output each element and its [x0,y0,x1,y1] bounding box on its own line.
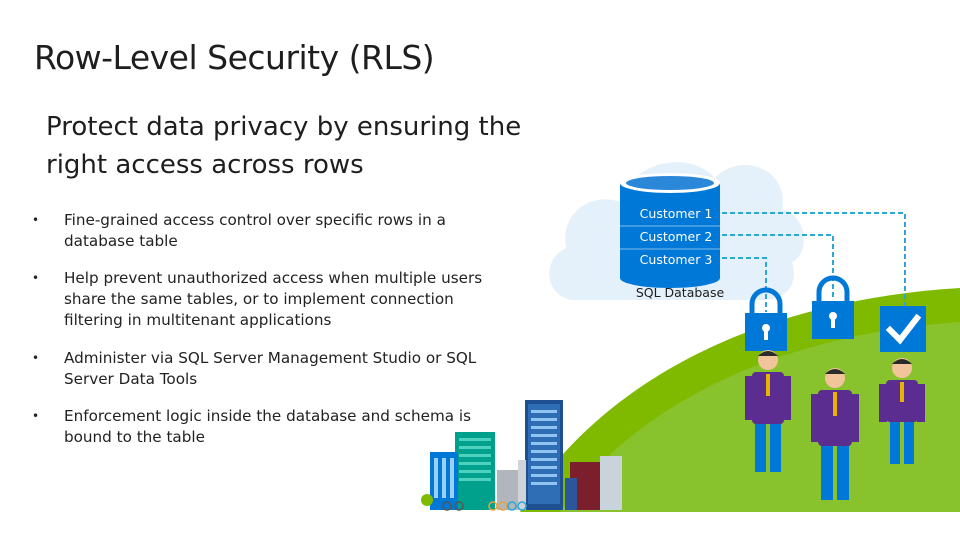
slide-title: Row-Level Security (RLS) [34,38,435,77]
bullet-text: Administer via SQL Server Management Stu… [64,349,477,388]
bullet-marker: • [32,271,40,285]
lock-icon [745,287,787,351]
bullet-list: • Fine-grained access control over specif… [32,210,502,448]
bullet-item: • Help prevent unauthorized access when m… [32,268,502,331]
sql-database-label: SQL Database [635,285,725,300]
bullet-text: Help prevent unauthorized access when mu… [64,269,483,329]
bullet-item: • Administer via SQL Server Management St… [32,348,502,390]
bicycle-icon [421,494,527,511]
slide-subtitle: Protect data privacy by ensuring the rig… [46,112,522,180]
bullet-marker: • [32,213,40,227]
checkmark-icon [880,306,926,352]
bullet-marker: • [32,409,40,423]
db-row-customer-3: Customer 3 [639,252,713,267]
person-figure [745,350,791,472]
bullet-item: • Enforcement logic inside the database a… [32,406,502,448]
bullet-text: Enforcement logic inside the database an… [64,407,472,446]
bullet-text: Fine-grained access control over specifi… [64,211,446,250]
bullet-marker: • [32,351,40,365]
database-cylinder [620,173,720,288]
lock-icon [812,275,854,339]
bullet-item: • Fine-grained access control over specif… [32,210,502,252]
city-buildings [430,400,622,510]
person-figure [811,368,859,500]
db-row-customer-1: Customer 1 [639,206,713,221]
db-row-customer-2: Customer 2 [639,229,713,244]
person-figure [879,358,925,464]
